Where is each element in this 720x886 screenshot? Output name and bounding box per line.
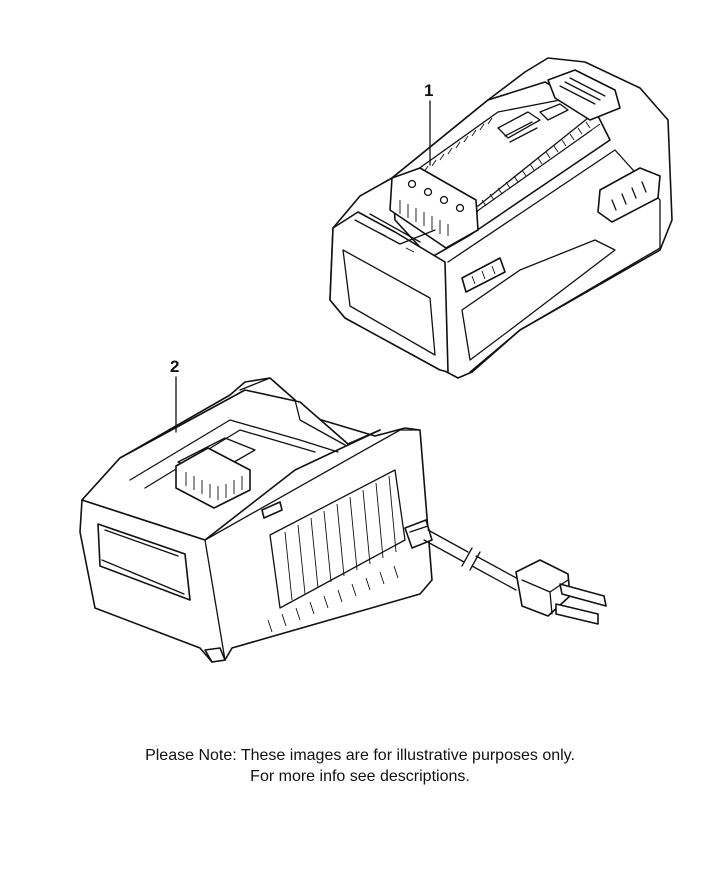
- parts-diagram: 1: [79, 57, 673, 663]
- svg-text:1: 1: [424, 81, 433, 100]
- power-cord: [423, 529, 521, 591]
- charger: [79, 377, 433, 663]
- callout-charger: 2: [170, 357, 179, 433]
- charger-vent: [269, 469, 406, 609]
- battery-grip: [597, 167, 661, 223]
- svg-text:2: 2: [170, 357, 179, 376]
- power-plug: [515, 559, 607, 625]
- battery-terminals: [389, 167, 479, 249]
- callout-battery: 1: [424, 81, 433, 166]
- battery-pack: [329, 57, 673, 379]
- charger-terminal: [175, 447, 251, 509]
- disclaimer-line-2: For more info see descriptions.: [250, 768, 470, 785]
- disclaimer-line-1: Please Note: These images are for illust…: [145, 747, 575, 764]
